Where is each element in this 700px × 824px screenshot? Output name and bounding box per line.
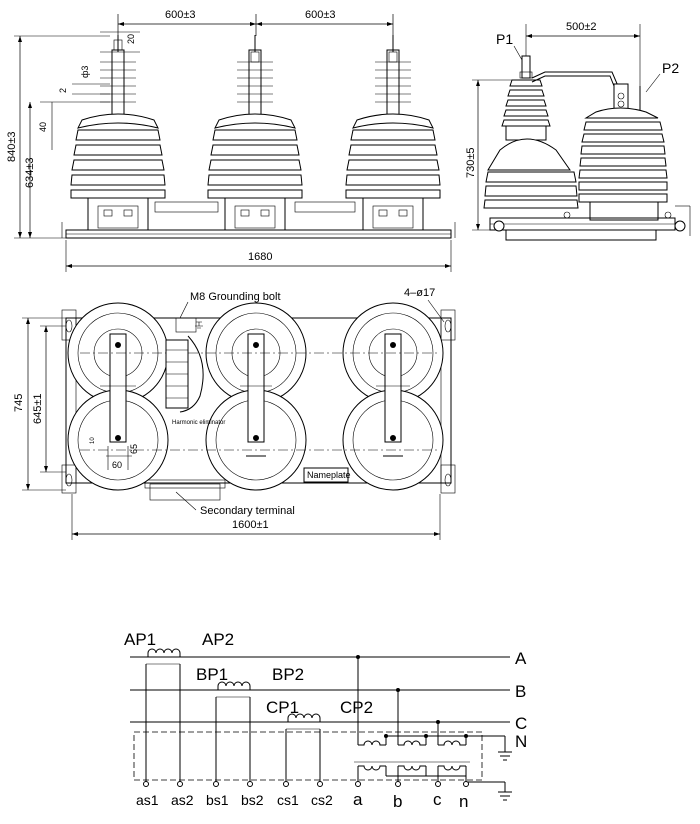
terminal-cs1: cs1: [277, 792, 299, 808]
insulator-2: [207, 35, 303, 231]
dim-small-40: 40: [38, 122, 48, 132]
dim-pitch-right: 600±3: [305, 9, 336, 21]
dim-phi: ф3: [80, 66, 90, 78]
plan-view: Harmonic eliminator M8 Grounding bolt 4–…: [13, 287, 456, 540]
dim-65: 65: [129, 444, 139, 454]
dim-10: 10: [90, 437, 96, 444]
dim-depth-inner: 645±1: [32, 393, 44, 424]
plan-phase-2: [205, 302, 307, 491]
bus-label-b: B: [515, 682, 526, 701]
dim-height-total: 840±3: [6, 131, 18, 162]
insulator-3: [345, 35, 441, 231]
label-ap1: AP1: [124, 630, 156, 649]
terminal-as1: as1: [136, 792, 159, 808]
terminal-b: b: [393, 792, 402, 811]
dim-top-20: 20: [126, 34, 136, 44]
dim-plan-width: 1600±1: [232, 519, 269, 531]
terminal-a: a: [353, 790, 363, 809]
insulator-1: [70, 35, 166, 231]
bus-label-c: C: [515, 714, 527, 733]
harmonic-label: Harmonic eliminator: [172, 420, 225, 426]
dim-small-2: 2: [58, 88, 68, 93]
wiring-schematic: A B C N AP1 AP2 BP1 BP2 CP1 CP2: [124, 630, 527, 811]
label-cp1: CP1: [266, 698, 299, 717]
plan-phase-3: [342, 302, 444, 491]
front-view: 600±3 600±3 20 ф3 2 40 840±3 634±3 1680: [6, 9, 456, 272]
label-ap2: AP2: [202, 630, 234, 649]
terminal-as2: as2: [171, 792, 194, 808]
dim-height-base: 634±3: [24, 157, 36, 188]
secondary-enclosure: [133, 731, 483, 781]
secondary-terminal-label: Secondary terminal: [200, 505, 295, 517]
dim-side-height: 730±5: [465, 147, 477, 178]
label-bp2: BP2: [272, 665, 304, 684]
label-p2: P2: [662, 60, 679, 76]
bus-label-a: A: [515, 649, 527, 668]
terminal-cs2: cs2: [311, 792, 333, 808]
dim-length: 1680: [248, 251, 272, 263]
terminal-n: n: [459, 792, 468, 811]
bus-label-n: N: [515, 732, 527, 751]
holes-label: 4–ø17: [404, 287, 435, 299]
terminal-c: c: [433, 790, 442, 809]
label-cp2: CP2: [340, 698, 373, 717]
dim-depth: 745: [13, 394, 25, 412]
side-view: P1 P2 500±2: [465, 21, 691, 241]
terminal-bs1: bs1: [206, 792, 229, 808]
label-bp1: BP1: [196, 665, 228, 684]
nameplate-label: Nameplate: [307, 470, 351, 480]
dim-pitch-left: 600±3: [165, 9, 196, 21]
label-p1: P1: [496, 31, 513, 47]
nameplate: [303, 467, 349, 483]
dim-60: 60: [112, 460, 122, 470]
dim-side-width: 500±2: [566, 21, 597, 33]
grounding-bolt-label: M8 Grounding bolt: [190, 291, 281, 303]
terminal-bs2: bs2: [241, 792, 264, 808]
